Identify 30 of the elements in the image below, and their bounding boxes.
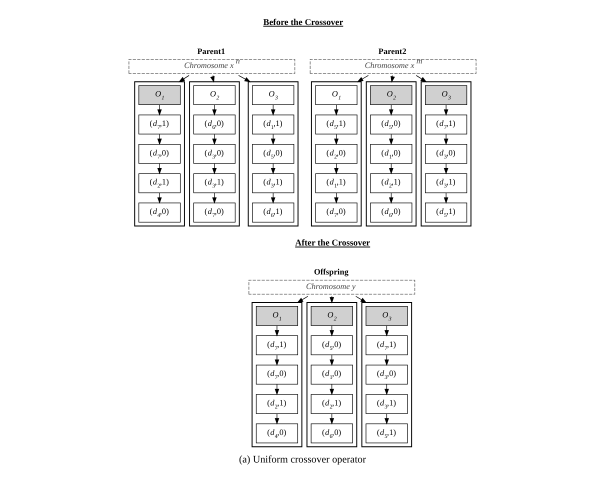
arrow bbox=[274, 384, 280, 395]
arrow bbox=[157, 134, 162, 145]
arrow bbox=[157, 162, 162, 174]
arrow bbox=[296, 295, 308, 303]
caption: (a) Uniform crossover operator bbox=[239, 454, 366, 466]
arrow bbox=[416, 74, 427, 82]
arrow bbox=[157, 192, 162, 204]
label: Before the Crossover bbox=[263, 16, 344, 26]
arrow bbox=[212, 134, 217, 145]
cluster bbox=[248, 80, 299, 226]
arrow bbox=[212, 192, 217, 204]
arrow bbox=[238, 74, 251, 82]
arrow bbox=[157, 104, 162, 116]
arrow bbox=[178, 74, 190, 82]
cluster bbox=[420, 80, 472, 226]
arrow bbox=[212, 104, 217, 116]
cluster bbox=[361, 302, 412, 447]
cluster bbox=[189, 80, 240, 226]
arrow bbox=[274, 354, 280, 366]
cluster bbox=[366, 80, 417, 226]
arrow bbox=[355, 295, 367, 303]
cluster bbox=[310, 80, 362, 226]
arrow bbox=[212, 162, 217, 174]
cluster bbox=[134, 80, 185, 226]
cluster bbox=[252, 302, 302, 447]
cluster bbox=[306, 302, 358, 447]
label: After the Crossover bbox=[295, 237, 370, 248]
arrow bbox=[274, 413, 280, 424]
arrow bbox=[274, 324, 280, 336]
arrow bbox=[356, 74, 369, 82]
